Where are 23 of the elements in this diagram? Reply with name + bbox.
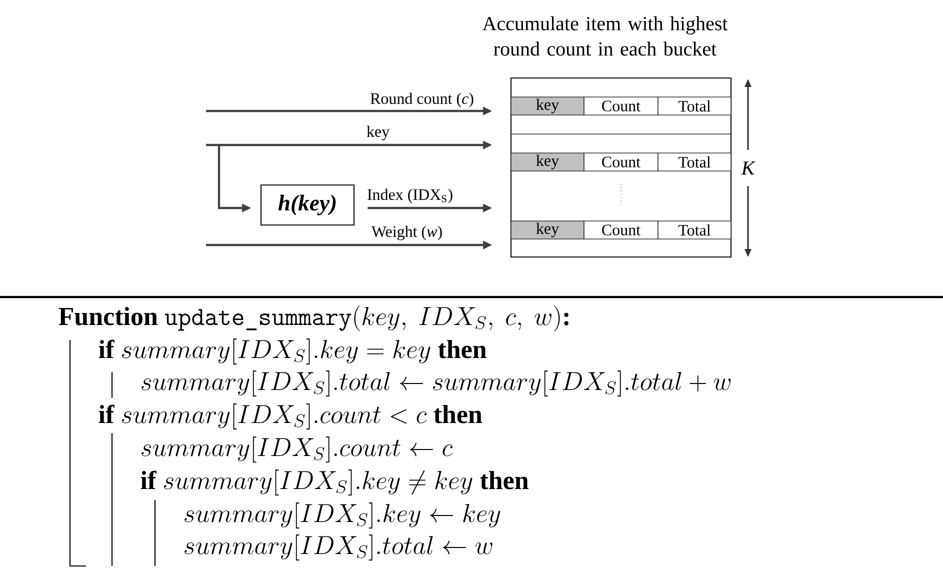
code-line: $\textbf{Function}\ \texttt{update\_summary}(key,\ IDX_S,\ c,\ w)\textbf{:}$ [58,306,568,332]
code-line: $summary[IDX_S].count \leftarrow c$ [142,436,453,462]
code-line: $summary[IDX_S].total \leftarrow w$ [184,534,492,560]
table-cell: key [510,220,584,240]
table-cell: key [510,152,584,172]
code-line: $\textbf{if}\ summary[IDX_S].count < c\ \textbf{then}$ [98,404,482,430]
edge-label: Weight (w) [371,226,442,240]
edge-label: Round count (c) [370,92,474,108]
edge-label: Index (IDX$_{S}$) [368,188,452,204]
table-cell: Total [658,152,732,172]
table-cell: Count [584,152,658,172]
title: Accumulate item with highest round count in each bucket [482,16,728,56]
code-line: $\textbf{if}\ summary[IDX_S].key = key\ \textbf{then}$ [98,338,486,364]
table-cell: key [510,96,584,116]
edge-label: key [366,126,390,140]
table-cell: Total [658,96,732,116]
hash-function-box: h(key) [260,184,355,226]
table-cell: Total [658,220,732,240]
code-line: $summary[IDX_S].total \leftarrow summary[IDX_S].total + w$ [142,370,731,396]
table-cell: Count [584,96,658,116]
code-line: $\textbf{if}\ summary[IDX_S].key \neq key\ \textbf{then}$ [140,470,528,496]
table-cell: Count [584,220,658,240]
code-line: $summary[IDX_S].key \leftarrow key$ [184,502,500,528]
